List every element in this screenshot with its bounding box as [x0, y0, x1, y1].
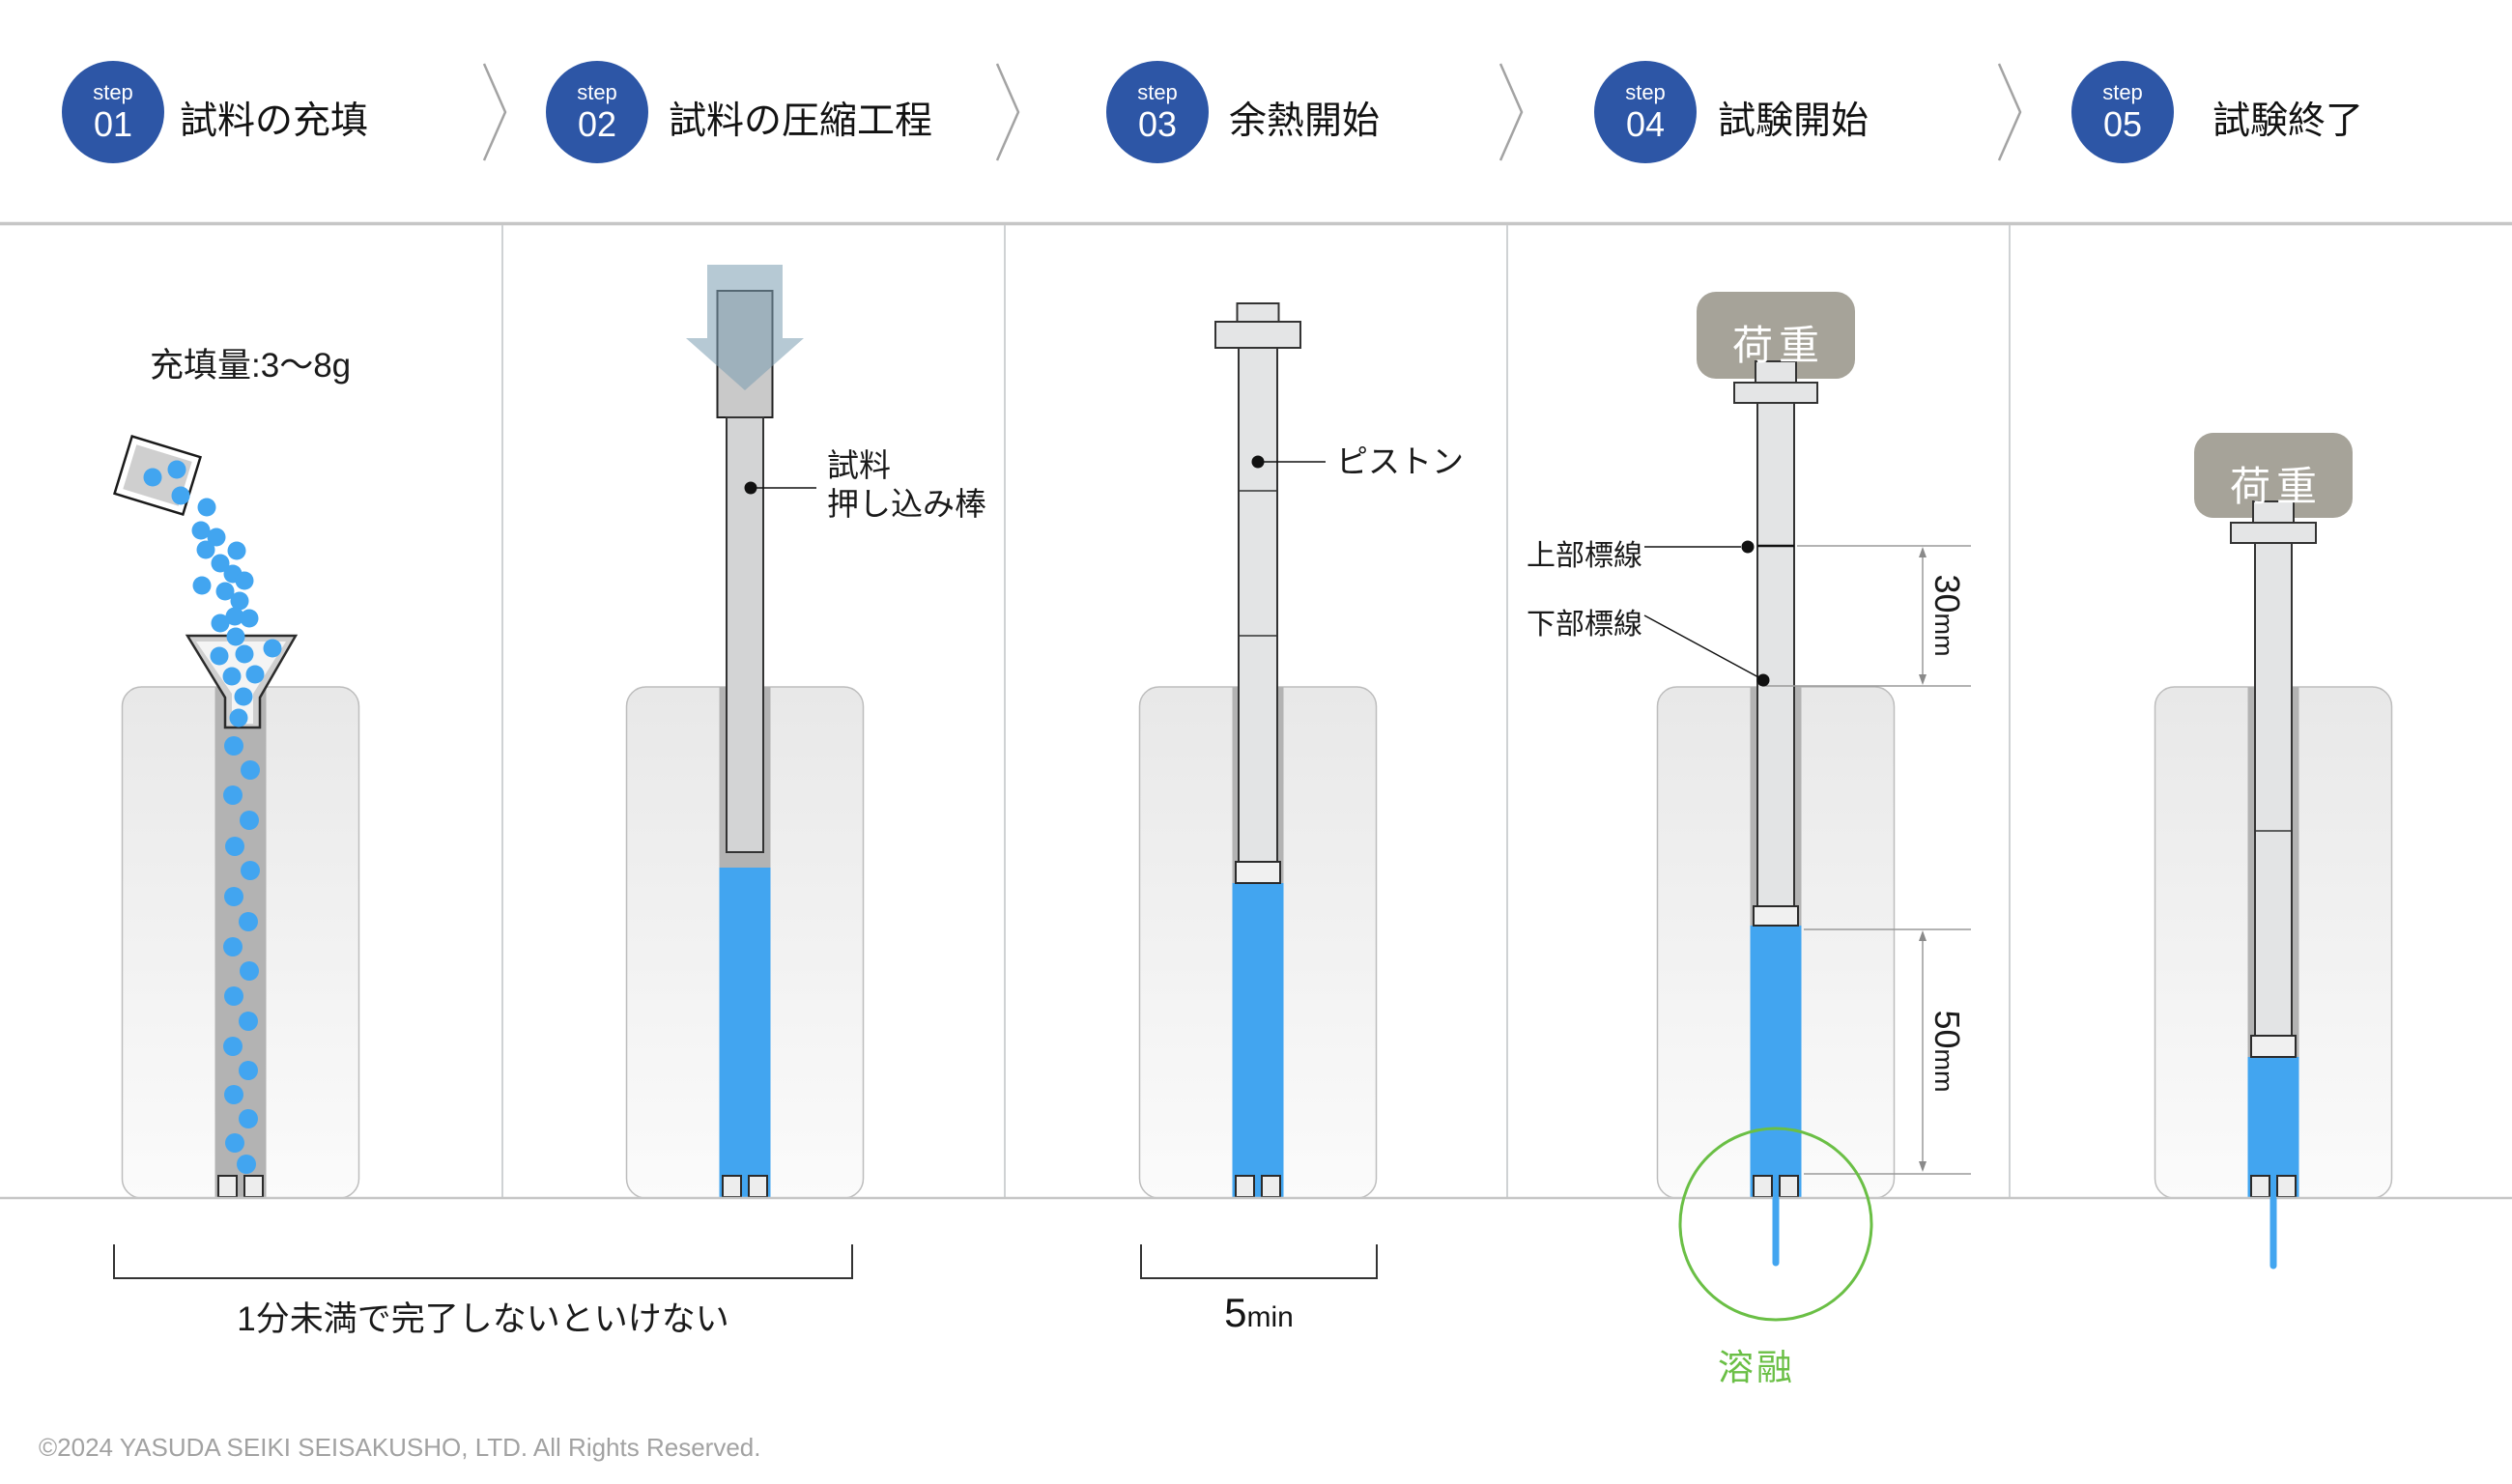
piston-flange-5	[2230, 522, 2317, 544]
step-title-03: 余熱開始	[1229, 100, 1381, 142]
step-badge-02: step 02	[546, 61, 648, 163]
step-badge-05: step 05	[2071, 61, 2174, 163]
melt-highlight-circle	[1678, 1127, 1873, 1322]
step-word: step	[1137, 80, 1178, 104]
panel-3-graphic	[1214, 302, 1326, 1198]
lower-mark-leader	[1643, 614, 1761, 679]
time-bracket-step-3	[1140, 1244, 1378, 1279]
upper-mark-dot	[1741, 540, 1755, 554]
lower-mark-dot	[1756, 673, 1770, 687]
piston-label: ピストン	[1336, 443, 1464, 479]
preheat-duration: 5min	[1162, 1290, 1356, 1336]
melt-label: 溶融	[1718, 1348, 1795, 1387]
sample-column-2	[719, 868, 771, 1197]
panel-4-graphic	[1643, 292, 1971, 1198]
step-number: 01	[93, 104, 133, 144]
step-title-05: 試験終了	[2212, 100, 2364, 142]
fill-amount-note: 充填量:3〜8g	[150, 347, 352, 385]
step-number: 05	[2102, 104, 2143, 144]
push-rod-label-line2: 押し込み棒	[827, 486, 986, 522]
dimension-arrowheads	[1919, 547, 1927, 1172]
piston-flange-3	[1214, 321, 1301, 349]
panel-separators	[501, 225, 2011, 1197]
piston-tip-3	[1235, 861, 1281, 884]
push-rod	[726, 416, 764, 853]
pellets-falling	[191, 498, 259, 646]
fill-time-note: 1分未満で完了しないといけない	[237, 1300, 729, 1338]
step-number: 04	[1625, 104, 1666, 144]
die-3	[1235, 1175, 1281, 1198]
time-bracket-steps-1-2	[113, 1244, 853, 1279]
press-down-arrow-icon	[686, 265, 804, 390]
piston-rod-4	[1756, 402, 1795, 907]
push-rod-label-line1: 試料	[827, 447, 891, 483]
panel-2-graphic	[686, 265, 816, 1198]
step-title-02: 試料の圧縮工程	[669, 100, 933, 142]
panel-5-graphic	[2194, 433, 2353, 1198]
pellets-in-funnel	[210, 639, 282, 728]
step-badge-04: step 04	[1594, 61, 1697, 163]
pellets-in-cylinder	[223, 736, 260, 1174]
sample-column-4	[1750, 926, 1802, 1197]
load-label-5: 荷重	[2229, 464, 2323, 509]
load-label-4: 荷重	[1731, 323, 1825, 368]
dimension-lines	[1762, 545, 1971, 1175]
piston-rod-5	[2254, 542, 2293, 1037]
piston-label-dot	[1251, 455, 1265, 469]
step-badge-01: step 01	[62, 61, 164, 163]
die-4	[1753, 1175, 1799, 1198]
chevron-right-icon	[995, 63, 1020, 161]
sample-column-5	[2247, 1057, 2299, 1197]
step-title-01: 試料の充填	[180, 100, 369, 142]
push-rod-label: 試料 押し込み棒	[827, 446, 986, 524]
chevron-right-icon	[1997, 63, 2022, 161]
copyright: ©2024 YASUDA SEIKI SEISAKUSHO, LTD. All …	[39, 1433, 761, 1462]
duration-number: 5	[1224, 1290, 1247, 1335]
piston-rod-3	[1238, 347, 1278, 863]
step-number: 03	[1137, 104, 1178, 144]
step-badge-03: step 03	[1106, 61, 1209, 163]
step-number: 02	[577, 104, 617, 144]
load-weight-box-5	[2194, 433, 2353, 518]
step-separator-chevrons	[482, 63, 2022, 161]
upper-mark-label: 上部標線	[1527, 540, 1642, 572]
rod-label-dot	[744, 481, 757, 495]
piston-knob-3	[1236, 302, 1280, 323]
piston-flange-4	[1733, 382, 1818, 404]
duration-unit: min	[1246, 1301, 1294, 1333]
load-weight-box-4	[1697, 292, 1855, 379]
panel-1-graphic	[112, 434, 299, 1198]
sample-column-3	[1232, 883, 1284, 1197]
step-word: step	[93, 80, 133, 104]
dimension-number: 30	[1927, 574, 1967, 614]
dimension-unit: mm	[1929, 1048, 1958, 1093]
lower-mark-label: 下部標線	[1527, 609, 1642, 641]
chevron-right-icon	[1499, 63, 1524, 161]
chevron-right-icon	[482, 63, 507, 161]
piston-tip-4	[1753, 905, 1799, 927]
step-title-04: 試験開始	[1718, 100, 1870, 142]
pellets-in-scoop	[143, 460, 190, 505]
step-word: step	[2102, 80, 2143, 104]
step-word: step	[577, 80, 617, 104]
dimension-unit: mm	[1929, 613, 1958, 657]
step-word: step	[1625, 80, 1666, 104]
piston-tip-5	[2250, 1035, 2297, 1058]
dimension-number: 50	[1927, 1010, 1967, 1049]
die-5	[2250, 1175, 2297, 1198]
